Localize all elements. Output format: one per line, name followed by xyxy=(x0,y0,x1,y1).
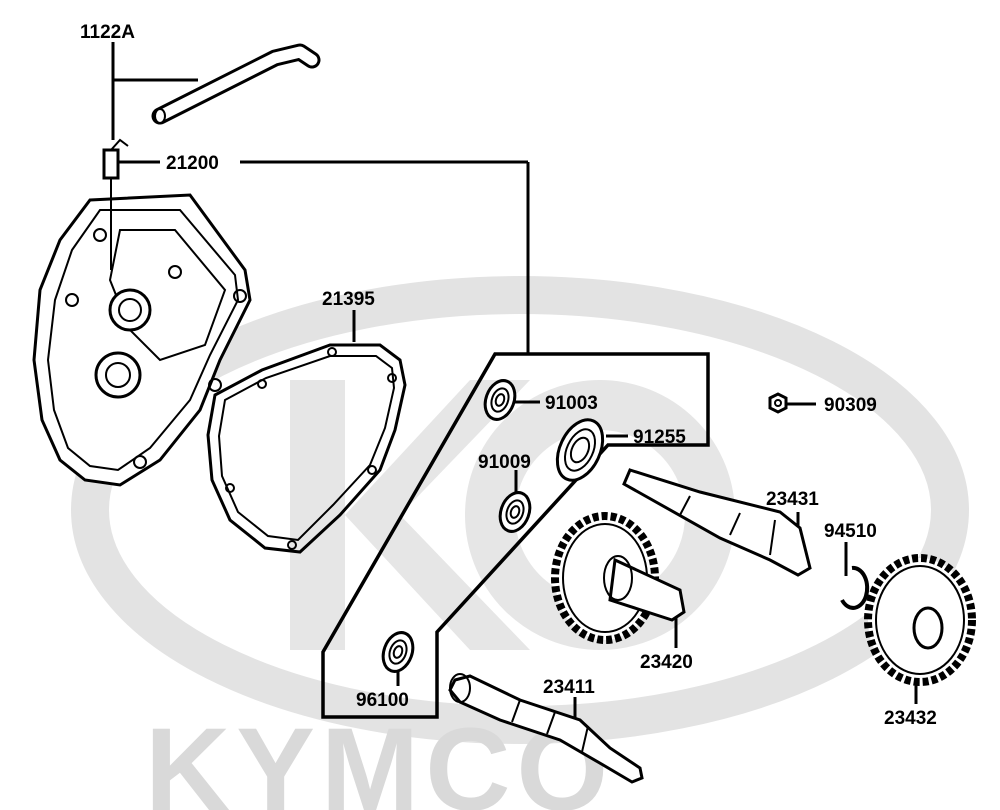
label-90309: 90309 xyxy=(824,395,877,416)
label-21395: 21395 xyxy=(322,289,375,310)
label-91009: 91009 xyxy=(478,452,531,473)
nut-90309 xyxy=(768,392,788,414)
oil-seal-91255 xyxy=(555,418,605,482)
circlip-94510 xyxy=(840,565,870,610)
label-23411: 23411 xyxy=(543,677,595,698)
label-23420: 23420 xyxy=(640,652,693,673)
transmission-cover xyxy=(32,138,252,487)
label-91255: 91255 xyxy=(633,427,686,448)
shaft-23431 xyxy=(622,468,812,577)
bearing-91009 xyxy=(498,491,532,533)
kymco-watermark-logo: KYMCO xyxy=(71,276,969,810)
label-21200: 21200 xyxy=(166,153,219,174)
gear-23432 xyxy=(864,554,976,686)
label-96100: 96100 xyxy=(356,690,409,711)
bearing-96100 xyxy=(381,631,415,673)
label-23431: 23431 xyxy=(766,489,819,510)
breather-hose xyxy=(151,43,321,125)
gear-23420 xyxy=(551,512,686,644)
label-91003: 91003 xyxy=(545,393,598,414)
label-1122A: 1122A xyxy=(80,22,135,43)
part-labels: 1122A 21200 21395 91003 91255 91009 9030… xyxy=(80,22,937,729)
shaft-23411 xyxy=(448,673,644,784)
cover-gasket xyxy=(206,343,407,554)
label-94510: 94510 xyxy=(824,521,877,542)
bearing-91003 xyxy=(483,379,517,421)
label-23432: 23432 xyxy=(884,708,937,729)
